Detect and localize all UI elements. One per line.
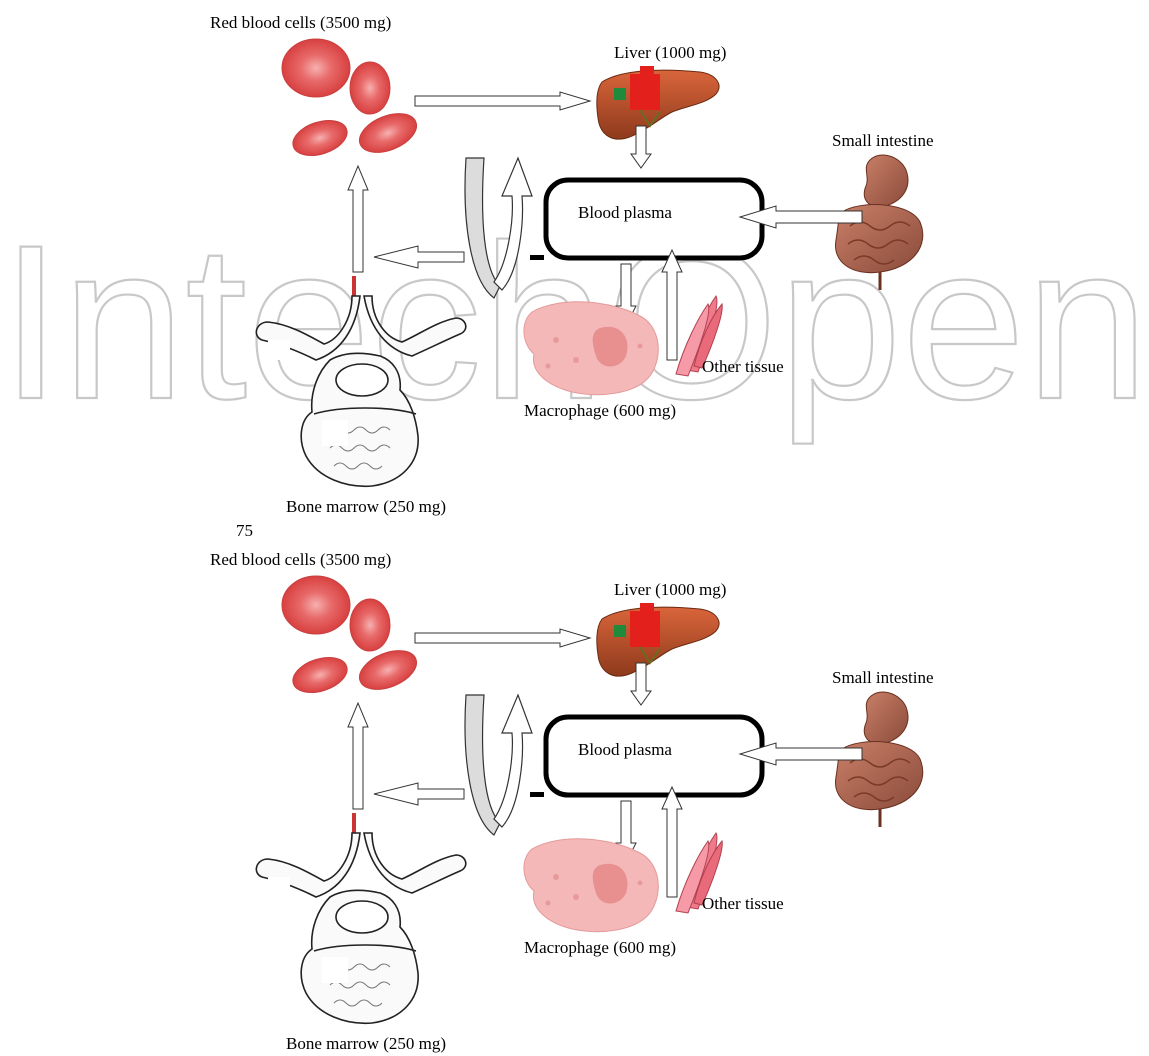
red-blood-cells	[282, 576, 422, 699]
label-bone-marrow: Bone marrow (250 mg)	[286, 497, 446, 516]
recycling-arrow	[465, 695, 532, 835]
label-liver: Liver (1000 mg)	[614, 43, 726, 62]
label-liver: Liver (1000 mg)	[614, 580, 726, 599]
label-red-blood-cells: Red blood cells (3500 mg)	[210, 550, 391, 569]
label-blood-plasma: Blood plasma	[578, 203, 672, 222]
rbc-cell-1	[282, 576, 350, 634]
rbc-cell-2	[350, 62, 390, 114]
arrow-tissue-to-plasma	[662, 787, 682, 897]
label-blood-plasma: Blood plasma	[578, 740, 672, 759]
bone-marrow-icon	[256, 833, 465, 1023]
arrow-rbc-to-liver	[415, 629, 590, 647]
rbc-cell-1	[282, 39, 350, 97]
red-blood-cells	[282, 39, 422, 162]
rbc-cell-3	[288, 651, 351, 699]
label-other-tissue: Other tissue	[702, 894, 784, 913]
rbc-cell-4	[354, 643, 422, 697]
label-other-tissue: Other tissue	[702, 357, 784, 376]
label-small-intestine: Small intestine	[832, 668, 934, 687]
diagram-bottom: Red blood cells (3500 mg) Liver (1000 mg…	[210, 550, 934, 1053]
label-macrophage: Macrophage (600 mg)	[524, 938, 676, 957]
label-bone-marrow: Bone marrow (250 mg)	[286, 1034, 446, 1053]
rbc-cell-3	[288, 114, 351, 162]
rbc-cell-2	[350, 599, 390, 651]
arrow-rbc-to-liver	[415, 92, 590, 110]
rbc-cell-4	[354, 106, 422, 160]
arrow-bone-marrow-to-rbc	[348, 703, 368, 809]
page-number: 75	[236, 521, 253, 540]
arrow-plasma-to-bone-marrow	[374, 783, 464, 805]
label-red-blood-cells: Red blood cells (3500 mg)	[210, 13, 391, 32]
liver-icon	[597, 603, 719, 676]
macrophage-icon	[524, 839, 658, 932]
label-small-intestine: Small intestine	[832, 131, 934, 150]
liver-icon	[597, 66, 719, 139]
label-macrophage: Macrophage (600 mg)	[524, 401, 676, 420]
